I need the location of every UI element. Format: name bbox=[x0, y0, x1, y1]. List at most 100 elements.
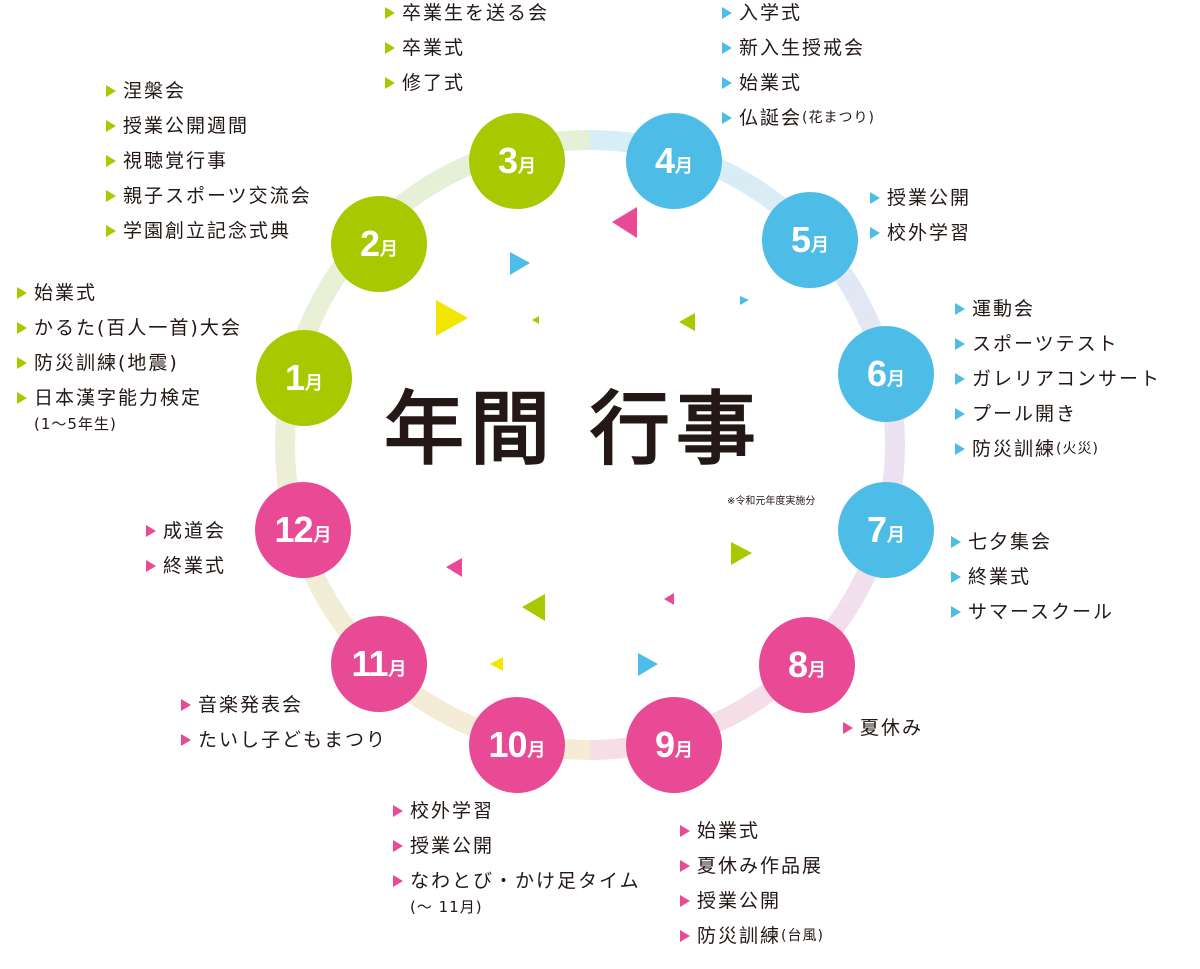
event-item: 防災訓練(台風) bbox=[680, 925, 824, 947]
month-unit: 月 bbox=[527, 740, 546, 761]
arrow-icon bbox=[955, 443, 965, 455]
event-label: スポーツテスト bbox=[972, 333, 1119, 355]
event-list-5: 授業公開 校外学習 bbox=[870, 187, 971, 244]
event-item: 校外学習 bbox=[870, 222, 971, 244]
event-label: 防災訓練(地震) bbox=[34, 352, 179, 374]
page-title: 年間 行事 bbox=[384, 383, 762, 476]
event-label: 終業式 bbox=[968, 566, 1032, 588]
event-item: 終業式 bbox=[146, 555, 226, 577]
event-item: たいし子どもまつり bbox=[181, 729, 387, 751]
event-list-12: 成道会 終業式 bbox=[146, 520, 226, 577]
event-item: かるた(百人一首)大会 bbox=[17, 317, 242, 339]
arrow-icon bbox=[722, 112, 732, 124]
event-label: 始業式 bbox=[739, 72, 803, 94]
arrow-icon bbox=[181, 734, 191, 746]
arrow-icon bbox=[951, 571, 961, 583]
event-label: 夏休み作品展 bbox=[697, 855, 824, 877]
event-label: 日本漢字能力検定 bbox=[34, 387, 203, 409]
event-list-8: 夏休み bbox=[843, 717, 923, 739]
event-label: 卒業式 bbox=[402, 37, 466, 59]
arrow-icon bbox=[181, 699, 191, 711]
event-label: 校外学習 bbox=[410, 800, 495, 822]
arrow-icon bbox=[680, 825, 690, 837]
month-number: 10 bbox=[488, 724, 527, 765]
arrow-icon bbox=[955, 338, 965, 350]
event-label: 授業公開週間 bbox=[123, 115, 250, 137]
event-list-6: 運動会 スポーツテスト ガレリアコンサート プール開き 防災訓練(火災) bbox=[955, 298, 1161, 460]
arrow-icon bbox=[17, 392, 27, 404]
event-label: 七夕集会 bbox=[968, 531, 1053, 553]
event-item: 涅槃会 bbox=[106, 80, 312, 102]
event-item: 校外学習 bbox=[393, 800, 641, 822]
event-label: ガレリアコンサート bbox=[972, 368, 1162, 390]
month-number: 2 bbox=[359, 223, 380, 264]
arrow-icon bbox=[146, 560, 156, 572]
arrow-icon bbox=[385, 7, 395, 19]
arrow-icon bbox=[951, 536, 961, 548]
event-label: 親子スポーツ交流会 bbox=[123, 185, 312, 207]
arrow-icon bbox=[146, 525, 156, 537]
arrow-icon bbox=[106, 85, 116, 97]
event-item: ガレリアコンサート bbox=[955, 368, 1161, 390]
arrow-icon bbox=[393, 805, 403, 817]
event-item: 新入生授戒会 bbox=[722, 37, 875, 59]
event-note: (1〜5年生) bbox=[34, 415, 117, 433]
event-item: 運動会 bbox=[955, 298, 1161, 320]
event-item: 七夕集会 bbox=[951, 531, 1114, 553]
event-label: 入学式 bbox=[739, 2, 803, 24]
event-label: プール開き bbox=[972, 403, 1078, 425]
month-unit: 月 bbox=[388, 659, 407, 680]
event-item: 始業式 bbox=[680, 820, 824, 842]
event-item: 授業公開 bbox=[393, 835, 641, 857]
event-label: 校外学習 bbox=[887, 222, 972, 244]
event-list-3: 卒業生を送る会 卒業式 修了式 bbox=[385, 2, 549, 94]
event-list-4: 入学式 新入生授戒会 始業式 仏誕会(花まつり) bbox=[722, 2, 875, 129]
event-label: 始業式 bbox=[34, 282, 98, 304]
event-item: 音楽発表会 bbox=[181, 694, 387, 716]
arrow-icon bbox=[106, 190, 116, 202]
month-number: 1 bbox=[284, 357, 305, 398]
event-label: 運動会 bbox=[972, 298, 1036, 320]
arrow-icon bbox=[680, 860, 690, 872]
event-label: 仏誕会 bbox=[739, 107, 803, 129]
event-label: 修了式 bbox=[402, 72, 466, 94]
event-list-7: 七夕集会 終業式 サマースクール bbox=[951, 531, 1114, 623]
event-note: (花まつり) bbox=[802, 110, 875, 126]
arrow-icon bbox=[680, 895, 690, 907]
month-unit: 月 bbox=[380, 239, 399, 260]
event-label: なわとび・かけ足タイム bbox=[410, 870, 641, 892]
event-label: 防災訓練 bbox=[697, 925, 782, 947]
arrow-icon bbox=[951, 606, 961, 618]
arrow-icon bbox=[955, 408, 965, 420]
event-item: 防災訓練(火災) bbox=[955, 438, 1161, 460]
event-label: 夏休み bbox=[860, 717, 924, 739]
arrow-icon bbox=[722, 7, 732, 19]
event-label: 涅槃会 bbox=[123, 80, 187, 102]
arrow-icon bbox=[393, 840, 403, 852]
event-item: 始業式 bbox=[17, 282, 242, 304]
event-label: 音楽発表会 bbox=[198, 694, 304, 716]
month-unit: 月 bbox=[518, 156, 537, 177]
event-item: 修了式 bbox=[385, 72, 549, 94]
event-item: 日本漢字能力検定 (1〜5年生) bbox=[17, 387, 242, 435]
arrow-icon bbox=[17, 287, 27, 299]
arrow-icon bbox=[385, 42, 395, 54]
event-list-9: 始業式 夏休み作品展 授業公開 防災訓練(台風) bbox=[680, 820, 824, 947]
event-label: 始業式 bbox=[697, 820, 761, 842]
arrow-icon bbox=[106, 155, 116, 167]
event-label: 視聴覚行事 bbox=[123, 150, 229, 172]
event-item: 防災訓練(地震) bbox=[17, 352, 242, 374]
month-number: 8 bbox=[787, 644, 808, 685]
event-label: 防災訓練 bbox=[972, 438, 1057, 460]
event-item: 親子スポーツ交流会 bbox=[106, 185, 312, 207]
month-unit: 月 bbox=[313, 525, 332, 546]
event-item: 卒業生を送る会 bbox=[385, 2, 549, 24]
